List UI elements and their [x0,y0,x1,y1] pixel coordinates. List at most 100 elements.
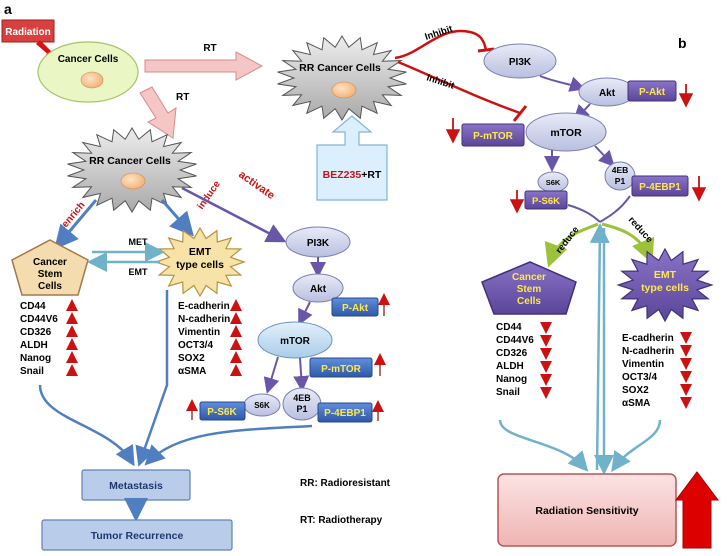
inhibit-pi3k-curve [394,29,488,60]
stem-to-metastasis-curve [38,384,135,467]
rt-arrow-horizontal [144,51,264,81]
stem-marker: CD44 [496,322,522,333]
p-mtor-box [309,357,373,378]
emt-arrow-label: EMT [129,267,149,277]
inhibit-label-2: Inhibit [425,72,456,92]
rt-label-1: RT [203,43,216,54]
arrow-activate [181,186,287,243]
arrow-induce [160,199,194,237]
stem-marker: ALDH [20,340,48,351]
stem-marker: CD44V6 [496,335,534,346]
mtor-oval [257,321,333,359]
activate-label: activate [236,169,276,202]
p-akt-box [627,80,677,102]
4ebp1-label-line: 4EB [612,165,629,175]
rr-cancer-cells-b-label: RR Cancer Cells [299,62,381,74]
s6k-label: S6K [254,401,270,410]
stem-label-line: Stem [38,269,63,280]
stem-marker: CD44V6 [20,314,58,325]
panel-b-label: b [678,35,687,51]
up-arrows-a [66,299,242,376]
stem-label-line: Cells [38,281,62,292]
stem-label-line: Cancer [33,257,67,268]
mid-arrow-up [589,223,610,471]
pathway-b: PI3K Akt P-Akt mTOR P-mTOR S6K 4EB P1 P-… [445,43,707,223]
stem-marker: Nanog [20,353,51,364]
pathway-to-metastasis-curve [144,424,313,466]
stem-marker: ALDH [496,361,524,372]
p-s6k-label: P-S6K [207,407,237,418]
pi3k-label: PI3K [509,57,532,68]
stem-marker: CD326 [496,348,528,359]
rr-cancer-cells-a-label: RR Cancer Cells [89,155,171,167]
radiation-sensitivity-label: Radiation Sensitivity [535,505,638,517]
emt-marker: N-cadherin [622,346,674,357]
emt-to-metastasis-line [135,290,169,467]
emt-marker: N-cadherin [178,314,230,325]
stem-label-line: Cancer [512,272,546,283]
emt-marker: Vimentin [178,327,220,338]
bez235-callout: BEZ235+RT [316,115,388,201]
cell-nucleus-icon [331,81,357,99]
met-label: MET [129,237,149,247]
p-mtor-box [461,123,525,147]
akt-label: Akt [599,88,616,99]
pi3k-oval [483,43,557,79]
emt-label-line: EMT [189,246,212,258]
p-akt-label: P-Akt [639,87,666,98]
emt-label-line: type cells [176,259,224,271]
panel-a-label: a [4,1,12,17]
emt-marker: SOX2 [178,353,205,364]
akt-label: Akt [310,284,327,295]
legend-rr: RR: Radioresistant [300,478,391,489]
p-4ebp1-box [317,402,373,423]
pathway-arrow [539,75,586,92]
p-s6k-label: P-S6K [532,196,560,207]
metastasis-label: Metastasis [109,480,163,492]
big-up-arrow-icon [675,471,719,549]
p-4ebp1-label: P-4EBP1 [324,408,366,419]
cell-nucleus-icon [120,172,146,190]
lightning-icon [36,40,60,68]
emt-markers-b: E-cadherinN-cadherinVimentinOCT3/4SOX2αS… [622,333,674,409]
radiation-sensitivity-box [497,473,677,547]
down-arrows-b [540,322,692,409]
emt-label-line: EMT [654,269,677,281]
emt-type-cells-b: EMT type cells [616,247,714,323]
p-mtor-label: P-mTOR [473,131,514,142]
emt-marker: αSMA [622,398,650,409]
stem-marker: CD326 [20,327,52,338]
cancer-cells-oval: Cancer Cells [37,41,139,103]
pathway-a: PI3K Akt P-Akt mTOR P-mTOR S6K 4EB P1 P-… [186,226,390,423]
4ebp1-label-line: P1 [615,176,626,186]
tumor-recurrence-label: Tumor Recurrence [91,530,184,542]
pathway-arrow [263,356,280,394]
emt-marker: αSMA [178,366,206,377]
cancer-stem-cells-a: Cancer Stem Cells [11,239,89,296]
emt-marker: E-cadherin [178,301,230,312]
p-mtor-label: P-mTOR [321,364,362,375]
mtor-oval [525,112,607,152]
stem-marker: Nanog [496,374,527,385]
p-akt-box [331,297,379,317]
arrow-enrich [54,199,98,250]
drug-rt: +RT [361,169,382,181]
emt-marker: OCT3/4 [622,372,657,383]
cancer-stem-cells-b: Cancer Stem Cells [481,261,577,315]
bez235-label: BEZ235+RT [323,169,382,181]
emt-marker: OCT3/4 [178,340,213,351]
rt-arrow-down [139,86,177,139]
pathway-arrow [298,301,313,326]
stem-marker: Snail [496,387,520,398]
cell-nucleus-icon [80,71,104,89]
stem-marker: Snail [20,366,44,377]
s6k-label: S6K [546,178,561,187]
radiation-label: Radiation [5,27,51,38]
mtor-label: mTOR [550,127,582,139]
4ebp1-label-line: 4EB [293,393,311,403]
stem-label-line: Stem [517,284,542,295]
p-s6k-box [199,401,246,421]
